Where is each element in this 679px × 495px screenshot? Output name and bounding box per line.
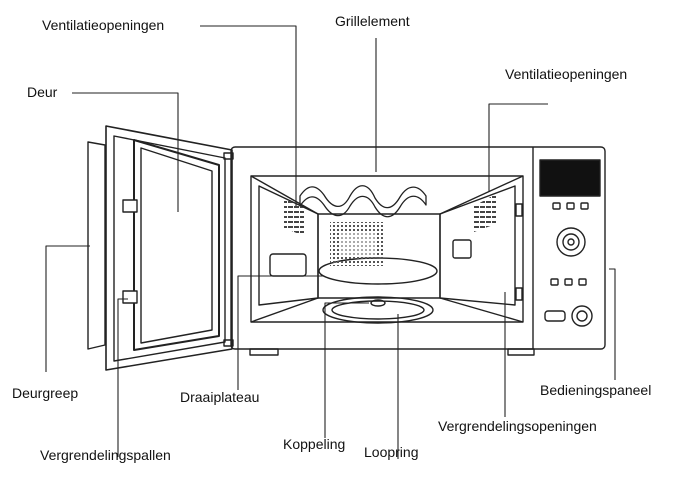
door-back-panel [87, 141, 106, 350]
label-control-panel: Bedieningspaneel [540, 382, 652, 398]
back-wall-pattern [330, 222, 384, 266]
lock-latches [122, 199, 138, 304]
microwave-body [230, 146, 606, 356]
label-vent-left: Ventilatieopeningen [42, 17, 165, 33]
label-door: Deur [27, 84, 58, 100]
grill-element [299, 185, 427, 218]
label-lock-latches: Vergrendelingspallen [40, 447, 171, 463]
door [105, 125, 233, 371]
roller-ring [322, 296, 434, 324]
cavity [250, 175, 524, 323]
label-grill: Grillelement [335, 13, 410, 29]
label-lock-openings: Vergrendelingsopeningen [438, 418, 597, 434]
leader-lines [45, 25, 616, 459]
label-turntable: Draaiplateau [180, 389, 260, 405]
control-panel [539, 159, 601, 327]
vents-left [284, 198, 304, 236]
hinges [223, 152, 234, 347]
display [539, 159, 601, 197]
label-roller-ring: Loopring [364, 444, 419, 460]
vents-right [474, 194, 496, 232]
label-door-handle: Deurgreep [12, 385, 79, 401]
coupling-shape [370, 299, 386, 307]
label-vent-right: Ventilatieopeningen [505, 66, 628, 82]
lock-openings [515, 203, 523, 301]
label-coupling: Koppeling [283, 436, 346, 452]
